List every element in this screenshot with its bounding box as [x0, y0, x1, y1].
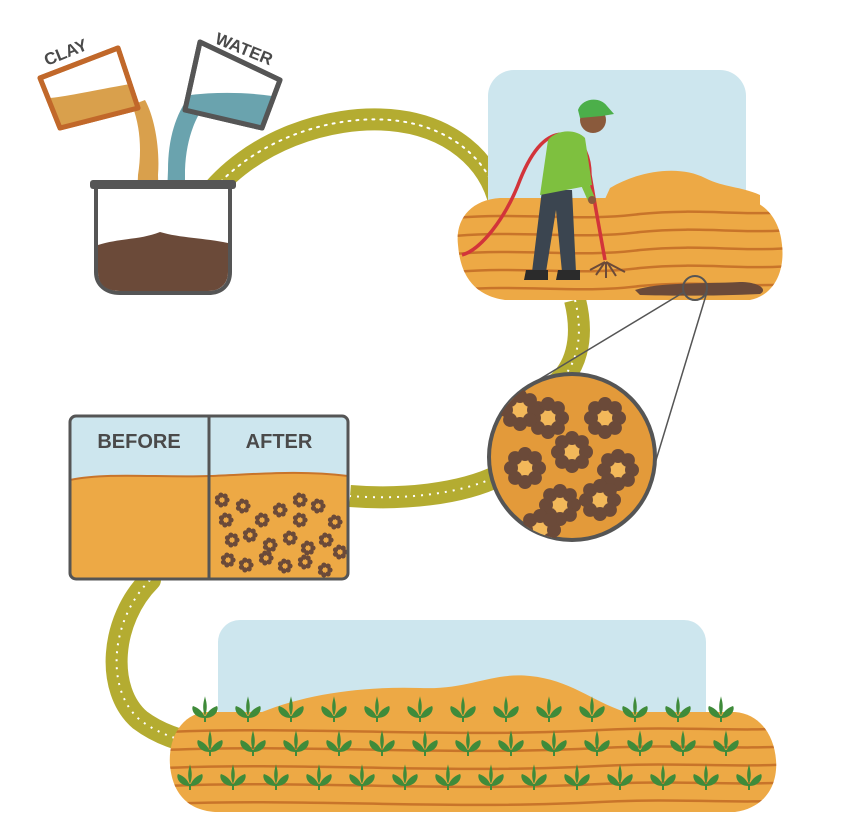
seedling-icon [235, 696, 261, 722]
sand-grain-cluster [238, 557, 254, 573]
seedling-icon [622, 696, 648, 722]
seedling-icon [607, 764, 633, 790]
seedling-icon [478, 764, 504, 790]
seedling-icon [736, 764, 762, 790]
sand-grain-cluster [519, 509, 561, 540]
process-path [105, 108, 590, 756]
seedling-icon [306, 764, 332, 790]
sand-grain-cluster [272, 502, 288, 518]
sand-grain-cluster [499, 389, 541, 431]
seedling-icon [192, 696, 218, 722]
sand-grain-cluster [262, 537, 278, 553]
farmer-icon [524, 99, 614, 280]
sand-grain-cluster [310, 498, 326, 514]
sand-grain-cluster [317, 562, 333, 578]
spray-icon [589, 261, 626, 278]
seedling-icon [450, 696, 476, 722]
growing-step [169, 620, 777, 812]
seedling-icon [584, 730, 610, 756]
seedling-icon [665, 696, 691, 722]
sand-grain-cluster [327, 514, 343, 530]
seedling-icon [321, 696, 347, 722]
sand-grain-cluster [300, 540, 316, 556]
sand-field-bottom [169, 712, 777, 812]
sand-grain-cluster [527, 397, 569, 439]
water-pitcher-icon [182, 39, 283, 131]
sand-grain-cluster [579, 479, 621, 521]
seedling-rows [177, 696, 762, 790]
seedling-icon [541, 730, 567, 756]
sand-grain-cluster [597, 449, 639, 491]
sand-grain-cluster [318, 532, 334, 548]
before-after-panel: BEFORE AFTER [68, 414, 350, 581]
sand-grain-cluster [292, 492, 308, 508]
sand-grain-cluster [282, 530, 298, 546]
mud-mixture [98, 232, 228, 291]
seedling-icon [713, 730, 739, 756]
before-label: BEFORE [97, 431, 180, 453]
spraying-step [457, 70, 783, 300]
sand-grain-cluster [242, 527, 258, 543]
sand-grain-cluster [218, 512, 234, 528]
sand-grain-cluster [551, 431, 593, 473]
seedling-icon [579, 696, 605, 722]
sand-grain-cluster [332, 544, 348, 560]
sand-grain-cluster [584, 397, 626, 439]
sand-grain-cluster [214, 492, 230, 508]
clay-coated-sand-grains [499, 389, 639, 540]
magnifier-icon [487, 275, 708, 542]
sand-grain-cluster [292, 512, 308, 528]
sand-grain-cluster [254, 512, 270, 528]
sand-grain-cluster [224, 532, 240, 548]
seedling-icon [278, 696, 304, 722]
seedling-icon [263, 764, 289, 790]
seedling-icon [693, 764, 719, 790]
seedling-icon [498, 730, 524, 756]
seedling-icon [364, 696, 390, 722]
seedling-icon [435, 764, 461, 790]
seedling-icon [455, 730, 481, 756]
clay-pitcher-icon [37, 45, 141, 131]
seedling-icon [627, 730, 653, 756]
sand-grain-cluster [220, 552, 236, 568]
sand-grain-cluster [277, 558, 293, 574]
sand-grain-cluster [504, 447, 546, 489]
seedling-icon [240, 730, 266, 756]
mixing-container-icon [90, 180, 236, 295]
seedling-icon [283, 730, 309, 756]
seedling-icon [392, 764, 418, 790]
after-soil-aggregates [214, 492, 348, 578]
seedling-icon [197, 730, 223, 756]
seedling-icon [349, 764, 375, 790]
seedling-icon [177, 764, 203, 790]
seedling-icon [412, 730, 438, 756]
seedling-icon [220, 764, 246, 790]
seedling-icon [650, 764, 676, 790]
seedling-icon [708, 696, 734, 722]
sand-grain-cluster [258, 550, 274, 566]
seedling-icon [493, 696, 519, 722]
seedling-icon [326, 730, 352, 756]
wet-clay-patch [635, 282, 764, 296]
seedling-icon [564, 764, 590, 790]
seedling-icon [369, 730, 395, 756]
after-label: AFTER [246, 431, 313, 453]
seedling-icon [407, 696, 433, 722]
seedling-icon [521, 764, 547, 790]
sand-grain-cluster [235, 498, 251, 514]
seedling-icon [536, 696, 562, 722]
seedling-icon [670, 730, 696, 756]
sand-grain-cluster [297, 554, 313, 570]
